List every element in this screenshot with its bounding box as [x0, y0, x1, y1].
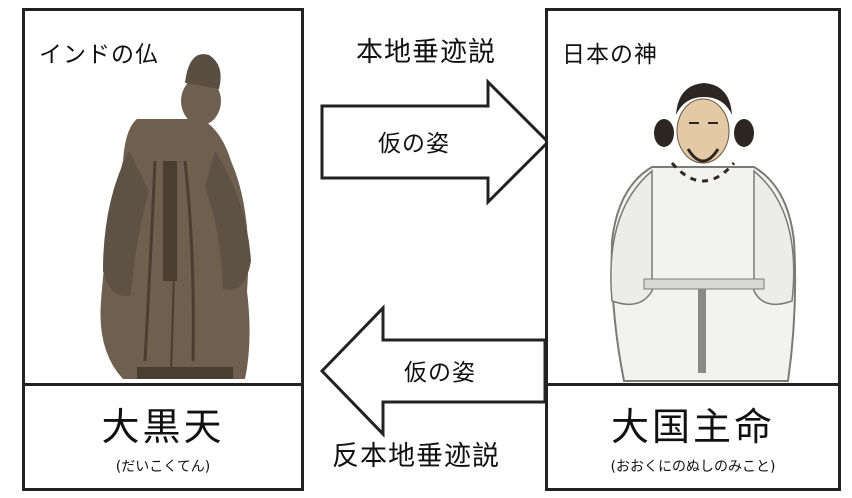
okuninushi-painting-image — [610, 83, 797, 382]
right-arrow — [320, 78, 551, 206]
right-panel: 日本の神 — [545, 8, 841, 386]
right-name-box: 大国主命 (おおくにのぬしのみこと) — [545, 383, 841, 491]
daikokuten-statue-image — [100, 54, 251, 379]
daikokuten-reading: (だいこくてん) — [115, 459, 211, 475]
okuninushi-reading: (おおくにのぬしのみこと) — [610, 459, 776, 475]
right-corner-label: 日本の神 — [562, 42, 658, 68]
left-arrow — [319, 304, 547, 438]
han-honji-suijaku-caption: 反本地垂迹説 — [332, 441, 500, 472]
left-panel: インドの仏 — [22, 8, 304, 386]
upper-arrow-label: 仮の姿 — [378, 131, 450, 157]
okuninushi-name: 大国主命 — [610, 405, 775, 449]
lower-arrow-label: 仮の姿 — [404, 360, 476, 386]
daikokuten-name: 大黒天 — [101, 405, 225, 449]
honji-suijaku-caption: 本地垂迹説 — [356, 37, 496, 68]
left-corner-label: インドの仏 — [39, 42, 159, 68]
left-name-box: 大黒天 (だいこくてん) — [22, 383, 304, 491]
